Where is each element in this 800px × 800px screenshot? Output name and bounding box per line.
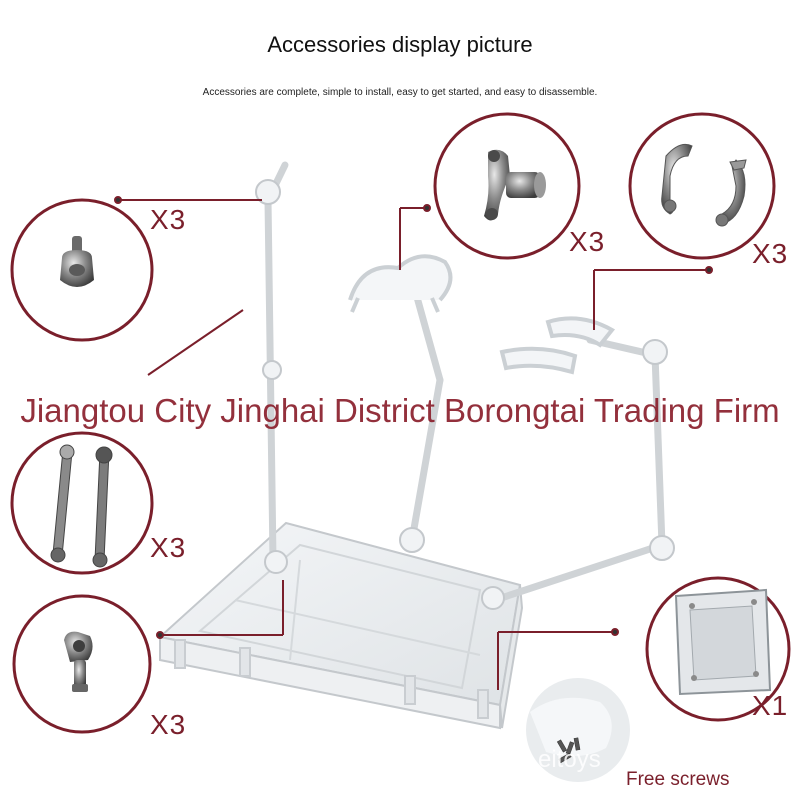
small-joint-part-image xyxy=(64,631,93,692)
leader-lines xyxy=(114,196,713,690)
screws-photo-faint-text: eitoys xyxy=(538,746,601,773)
quantity-curved-clips: X3 xyxy=(752,238,789,269)
screws-photo xyxy=(526,678,630,782)
stand-arm-middle xyxy=(408,286,444,544)
callout-circle-ball-joint xyxy=(10,198,154,342)
stand-clip-middle xyxy=(348,254,453,313)
quantity-t-connector: X3 xyxy=(569,226,606,257)
page-title: Accessories display picture xyxy=(267,32,533,57)
stand-clip-right xyxy=(499,316,616,375)
t-connector-part-image xyxy=(484,149,546,221)
quantity-base-plate: X1 xyxy=(752,690,789,721)
display-stand xyxy=(157,161,675,730)
rods-part-image xyxy=(50,444,113,568)
stand-base xyxy=(157,521,524,730)
free-screws-label: Free screws xyxy=(626,769,730,790)
curved-clips-part-image xyxy=(661,143,747,227)
base-plate-part-image xyxy=(674,588,772,696)
callout-circle-t-connector xyxy=(433,112,581,260)
stand-arm-right xyxy=(491,336,666,604)
ball-joint-part-image xyxy=(60,236,94,287)
quantity-rods: X3 xyxy=(150,532,187,563)
callout-circle-base-plate xyxy=(645,576,791,722)
page-subtitle: Accessories are complete, simple to inst… xyxy=(202,87,598,98)
callout-circle-rods xyxy=(10,431,154,575)
callout-circle-curved-clips xyxy=(628,112,776,260)
quantity-ball-joint: X3 xyxy=(150,204,187,235)
callout-circle-small-joint xyxy=(12,594,152,734)
quantity-small-joint: X3 xyxy=(150,709,187,740)
watermark-text: Jiangtou City Jinghai District Borongtai… xyxy=(20,392,780,429)
